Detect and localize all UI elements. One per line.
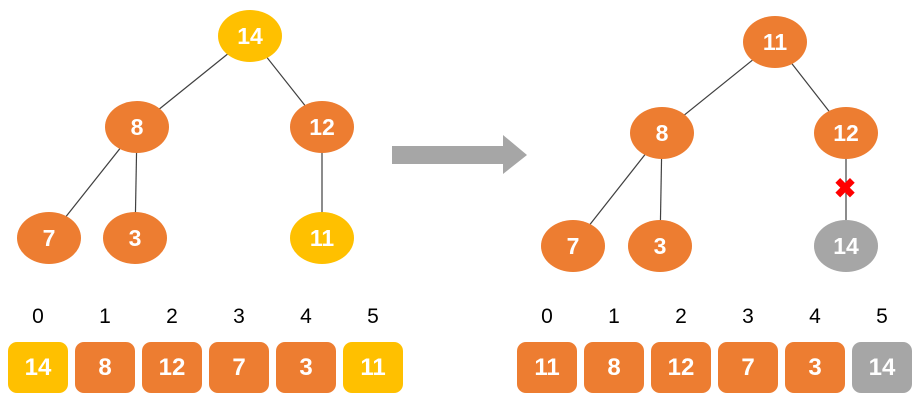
node-value: 12 — [309, 113, 335, 140]
array-cell: 8 — [75, 342, 135, 393]
cell-value: 12 — [158, 353, 186, 381]
node-value: 3 — [128, 224, 142, 251]
array-cell: 7 — [209, 342, 269, 393]
node-value: 8 — [655, 119, 669, 146]
after-tree-node-deleted: 14 — [814, 220, 878, 272]
before-tree-node-root: 14 — [218, 10, 282, 62]
array-index-label: 5 — [367, 305, 379, 328]
after-array: 11 8 12 7 3 14 — [517, 342, 912, 393]
array-cell: 11 — [517, 342, 577, 393]
cell-value: 11 — [360, 353, 386, 381]
cell-value: 11 — [534, 353, 560, 381]
array-cell: 12 — [142, 342, 202, 393]
before-array: 14 8 12 7 3 11 — [8, 342, 403, 393]
cell-value: 3 — [808, 353, 822, 381]
array-cell: 14 — [8, 342, 68, 393]
array-cell: 11 — [343, 342, 403, 393]
node-value: 11 — [762, 28, 788, 55]
node-value: 7 — [42, 224, 56, 251]
array-index-label: 3 — [742, 305, 754, 328]
array-index-label: 4 — [809, 305, 821, 328]
cell-value: 14 — [24, 353, 52, 381]
cell-value: 8 — [98, 353, 112, 381]
after-array-index-row: 0 1 2 3 4 5 — [517, 305, 912, 329]
node-value: 8 — [130, 113, 144, 140]
cell-value: 3 — [299, 353, 313, 381]
array-cell: 12 — [651, 342, 711, 393]
before-tree-node: 8 — [105, 101, 169, 153]
before-tree-node: 7 — [17, 212, 81, 264]
before-tree-node: 12 — [290, 101, 354, 153]
array-cell: 8 — [584, 342, 644, 393]
before-tree-node-last-leaf: 11 — [290, 212, 354, 264]
after-tree-node: 3 — [628, 220, 692, 272]
cell-value: 14 — [868, 353, 896, 381]
before-array-index-row: 0 1 2 3 4 5 — [8, 305, 403, 329]
array-index-label: 0 — [541, 305, 553, 328]
array-cell: 3 — [785, 342, 845, 393]
cell-value: 7 — [232, 353, 246, 381]
after-tree-node: 7 — [541, 220, 605, 272]
cell-value: 7 — [741, 353, 755, 381]
node-value: 14 — [833, 232, 859, 259]
delete-cross-icon: ✖ — [833, 173, 857, 204]
array-index-label: 0 — [32, 305, 44, 328]
array-index-label: 2 — [675, 305, 687, 328]
after-tree-node-root: 11 — [743, 16, 807, 68]
array-index-label: 1 — [99, 305, 111, 328]
node-value: 3 — [653, 232, 667, 259]
node-value: 11 — [309, 224, 335, 251]
before-tree-node: 3 — [103, 212, 167, 264]
after-tree-node: 12 — [814, 107, 878, 159]
array-cell: 7 — [718, 342, 778, 393]
node-value: 12 — [833, 119, 859, 146]
array-index-label: 1 — [608, 305, 620, 328]
array-index-label: 3 — [233, 305, 245, 328]
transition-arrow-icon — [392, 135, 527, 174]
array-cell: 3 — [276, 342, 336, 393]
cell-value: 8 — [607, 353, 621, 381]
cell-value: 12 — [667, 353, 695, 381]
array-cell: 14 — [852, 342, 912, 393]
array-index-label: 4 — [300, 305, 312, 328]
node-value: 14 — [237, 22, 263, 49]
node-value: 7 — [566, 232, 580, 259]
array-index-label: 5 — [876, 305, 888, 328]
after-tree-node: 8 — [630, 107, 694, 159]
array-index-label: 2 — [166, 305, 178, 328]
